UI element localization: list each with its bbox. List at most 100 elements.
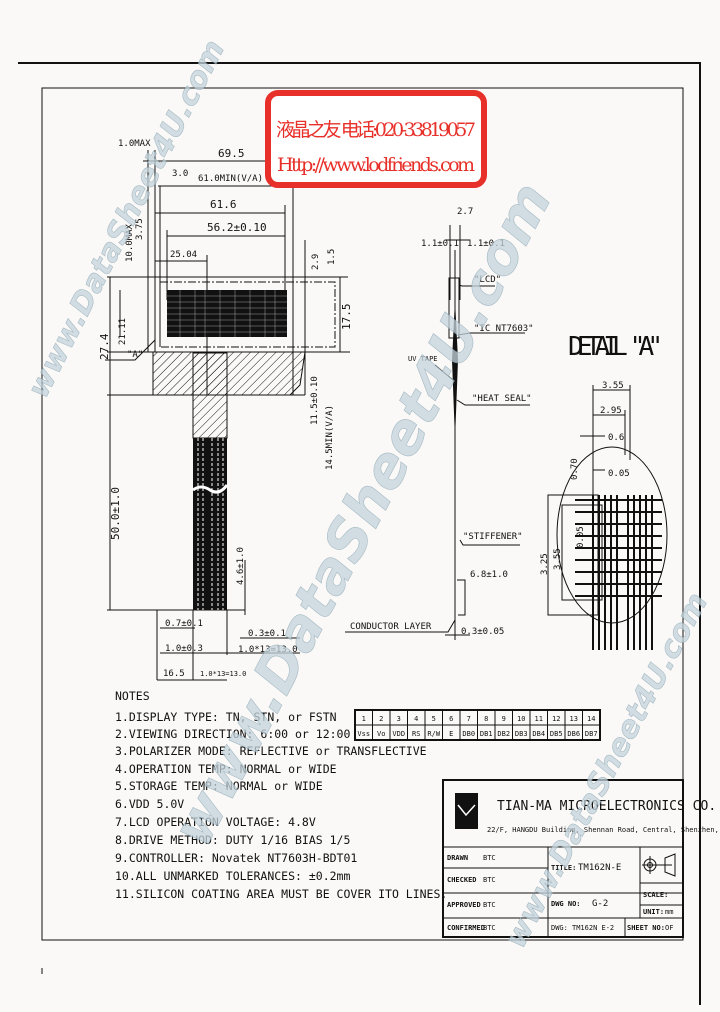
note-item: 2.VIEWING DIRECTION: 6:00 or 12:00 xyxy=(115,727,350,741)
dim-10-0-max: 10.0MAX xyxy=(125,223,135,262)
sheet-value: OF xyxy=(665,924,673,932)
title-block: TIAN-MA MICROELECTRONICS CO. 22/F, HANGD… xyxy=(442,779,720,938)
side-view: 2.7 1.1±0.1 1.1±0.1 6.8±1.0 0.3±0.05 "LC… xyxy=(345,207,534,640)
dwg-no-value: G-2 xyxy=(592,899,608,909)
dim-27-4: 27.4 xyxy=(98,333,111,360)
note-item: 3.POLARIZER MODE: REFLECTIVE or TRANSFLE… xyxy=(115,744,427,758)
dim-14-5-min: 14.5MIN(V/A) xyxy=(325,405,335,470)
label-conductor-layer: CONDUCTOR LAYER xyxy=(350,622,432,632)
dim-2-9: 2.9 xyxy=(311,254,321,270)
dim-25-04: 25.04 xyxy=(170,250,197,260)
projection-symbol-icon xyxy=(642,853,676,877)
dim-0-3: 0.3±0.1 xyxy=(248,629,286,639)
pin-number: 13 xyxy=(570,715,578,723)
pin-signal: DB2 xyxy=(497,730,510,738)
note-item: 11.SILICON COATING AREA MUST BE COVER IT… xyxy=(115,887,447,901)
pin-signal: DB3 xyxy=(515,730,528,738)
pin-signal: VDD xyxy=(392,730,405,738)
dwg-label: DWG: xyxy=(551,924,568,932)
dim-0-70: 0.70 xyxy=(570,458,580,480)
pin-number: 4 xyxy=(414,715,418,723)
detail-title: DETAIL "A" xyxy=(568,332,663,362)
dim-3-25: 3.25 xyxy=(540,553,550,575)
approved-value: BTC xyxy=(483,901,496,909)
drawn-value: BTC xyxy=(483,854,496,862)
note-item: 5.STORAGE TEMP: NORMAL or WIDE xyxy=(115,779,323,793)
dwg-value: TM162N E-2 xyxy=(572,924,614,932)
pin-number: 1 xyxy=(362,715,366,723)
label-heat-seal: "HEAT SEAL" xyxy=(472,394,532,404)
pin-table: 1Vss2Vo3VDD4RS5R/W6E7DB08DB19DB210DB311D… xyxy=(354,709,601,741)
dim-61-0-min: 61.0MIN(V/A) xyxy=(198,174,263,184)
note-item: 7.LCD OPERATION VOLTAGE: 4.8V xyxy=(115,815,316,829)
pin-number: 12 xyxy=(552,715,560,723)
note-item: 6.VDD 5.0V xyxy=(115,797,184,811)
dim-3-55: 3.55 xyxy=(602,381,624,391)
dim-3-75: 3.75 xyxy=(135,218,145,240)
pin-number: 5 xyxy=(432,715,436,723)
pin-signal: Vo xyxy=(377,730,385,738)
dim-pitch: 1.0*13=13.0 xyxy=(238,645,298,655)
pin-signal: DB0 xyxy=(462,730,475,738)
pin-signal: DB6 xyxy=(567,730,580,738)
scale-label: SCALE: xyxy=(643,891,668,899)
dim-17-5: 17.5 xyxy=(340,304,353,331)
title-value: TM162N-E xyxy=(578,863,621,873)
dim-2-7: 2.7 xyxy=(457,207,473,217)
pin-signal: DB5 xyxy=(550,730,563,738)
stamp-url: Http://www.lodfriends.com xyxy=(277,154,475,176)
dim-1-1-left: 1.1±0.1 xyxy=(421,239,459,249)
dim-21-11: 21.11 xyxy=(118,318,128,345)
label-lcd: "LCD" xyxy=(474,275,501,285)
pin-signal: R/W xyxy=(427,730,440,738)
dim-56-2: 56.2±0.10 xyxy=(207,221,267,234)
pin-number: 8 xyxy=(484,715,488,723)
dim-16-5: 16.5 xyxy=(163,669,185,679)
dim-1-5: 1.5 xyxy=(327,249,337,265)
dim-50-0: 50.0±1.0 xyxy=(109,487,122,540)
dim-6-8: 6.8±1.0 xyxy=(470,570,508,580)
contact-stamp: 液晶之友 电话:020-33819057 Http://www.lodfrien… xyxy=(265,90,487,188)
approved-label: APPROVED xyxy=(447,901,481,909)
dim-1-0-max: 1.0MAX xyxy=(118,139,151,149)
active-area xyxy=(167,290,287,337)
pin-number: 2 xyxy=(379,715,383,723)
unit-label: UNIT: xyxy=(643,908,664,916)
dim-0-6: 0.6 xyxy=(608,433,624,443)
dim-0-7: 0.7±0.1 xyxy=(165,619,203,629)
confirmed-label: CONFIRMED xyxy=(447,924,485,932)
title-label: TITLE: xyxy=(551,864,576,872)
pin-number: 11 xyxy=(535,715,543,723)
pin-signal: DB7 xyxy=(585,730,598,738)
dim-0-05-h: 0.05 xyxy=(608,469,630,479)
pin-signal: RS xyxy=(412,730,420,738)
pin-signal: DB4 xyxy=(532,730,545,738)
front-view: 1.0MAX 69.5 3.0 61.0MIN(V/A) 61.6 56.2±0… xyxy=(98,139,353,681)
dim-3-0: 3.0 xyxy=(172,169,188,179)
label-ic: "IC NT7603" xyxy=(474,324,534,334)
pin-number: 9 xyxy=(502,715,506,723)
unit-value: mm xyxy=(665,908,673,916)
pin-number: 14 xyxy=(587,715,595,723)
sheet-frame xyxy=(18,62,701,1005)
pin-number: 10 xyxy=(517,715,525,723)
dim-69-5: 69.5 xyxy=(218,147,245,160)
notes-heading: NOTES xyxy=(115,689,150,703)
dim-pitch-small: 1.0*13=13.0 xyxy=(200,670,246,678)
watermark-left: www.DataSheet4U.com xyxy=(21,34,232,403)
company-name: TIAN-MA MICROELECTRONICS CO. xyxy=(497,799,716,814)
sheet-label: SHEET NO: xyxy=(627,924,665,932)
company-logo xyxy=(455,793,478,829)
dim-4-6: 4.6±1.0 xyxy=(236,547,246,585)
pin-signal: DB1 xyxy=(480,730,493,738)
checked-label: CHECKED xyxy=(447,876,477,884)
note-item: 9.CONTROLLER: Novatek NT7603H-BDT01 xyxy=(115,851,357,865)
company-address: 22/F, HANGDU Building, Shennan Road, Cen… xyxy=(487,826,720,834)
dim-1-1-right: 1.1±0.1 xyxy=(467,239,505,249)
dim-3-55-v: 3.55 xyxy=(553,548,563,570)
note-item: 8.DRIVE METHOD: DUTY 1/16 BIAS 1/5 xyxy=(115,833,350,847)
checked-value: BTC xyxy=(483,876,496,884)
confirmed-value: BTC xyxy=(483,924,496,932)
